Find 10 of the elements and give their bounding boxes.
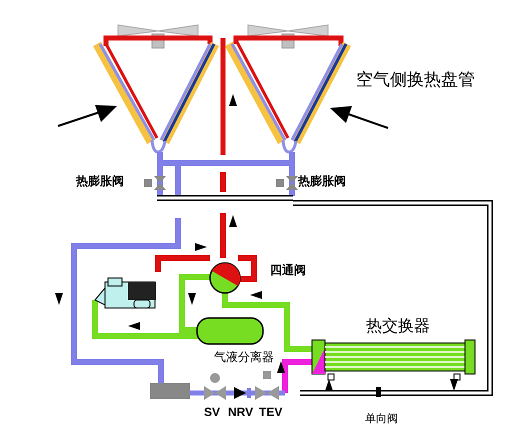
component-label: 空气侧换热盘管 — [356, 72, 475, 89]
component-label: SV — [204, 406, 220, 418]
component-label: 单向阀 — [365, 413, 398, 424]
component-label: 热交换器 — [366, 318, 430, 334]
component-label: TEV — [259, 406, 282, 418]
component-label: 四通阀 — [270, 264, 306, 276]
component-label: 热膨胀阀 — [76, 175, 124, 187]
component-label: 气液分离器 — [214, 351, 274, 363]
component-label: NRV — [228, 406, 254, 418]
component-label: 热膨胀阀 — [298, 175, 346, 187]
